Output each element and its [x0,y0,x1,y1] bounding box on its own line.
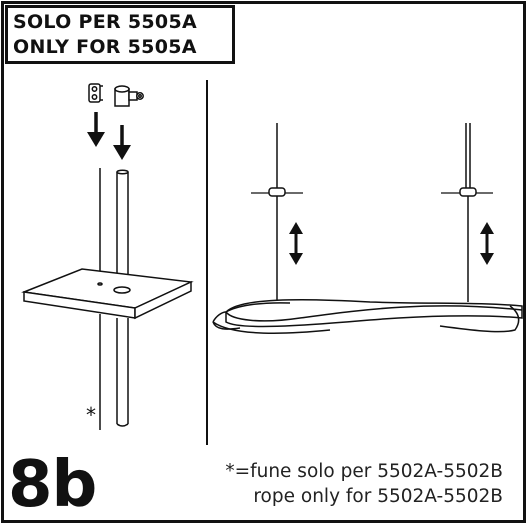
lamp-body [212,298,523,335]
footnote-english: rope only for 5502A-5502B [253,486,503,507]
model-label-english: ONLY FOR 5505A [13,36,197,58]
vertical-tube [116,169,129,290]
adjust-height-arrow-right-icon [480,222,494,265]
clamp-component-icon [88,83,103,103]
footnote-italian: *=fune solo per 5502A-5502B [225,461,503,482]
arrow-down-head-1 [87,132,105,147]
arrow-down-head-2 [113,145,131,160]
rope-asterisk: * [86,403,96,427]
step-number: 8b [8,448,97,522]
left-assembly [21,83,194,430]
model-label-box: SOLO PER 5505A ONLY FOR 5505A [5,5,235,64]
ceiling-plate [21,268,194,320]
footnote: *=fune solo per 5502A-5502B rope only fo… [225,459,503,509]
suspension-rope-right [441,123,493,302]
tube-connector-icon [114,85,144,107]
right-assembly [212,123,523,335]
adjust-height-arrow-left-icon [289,222,303,265]
model-label-italian: SOLO PER 5505A [13,11,197,33]
suspension-rope-left [251,123,303,302]
